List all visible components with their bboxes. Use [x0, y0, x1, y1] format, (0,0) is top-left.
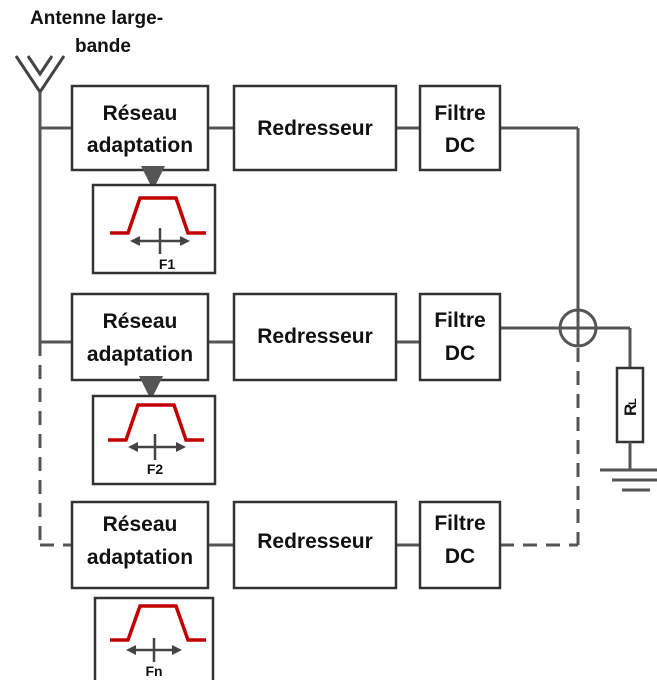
- load-label: R: [621, 404, 640, 416]
- branch1: Réseau adaptation Redresseur Filtre DC F…: [70, 84, 502, 275]
- bandpass-curve-icon: [108, 403, 204, 442]
- filter-label-2a: Filtre: [434, 309, 485, 332]
- matching-network-box-1: [70, 84, 210, 172]
- band-label-n: Fn: [145, 663, 162, 679]
- filter-label-nb: DC: [445, 545, 475, 568]
- dc-filter-box-n: [418, 500, 502, 590]
- branch-n: Réseau adaptation Redresseur Filtre DC F…: [70, 500, 502, 680]
- antenna-label-line2: bande: [75, 36, 131, 57]
- matching-network-box-n: [70, 500, 210, 590]
- matching-label-na: Réseau: [103, 513, 178, 536]
- rectifier-box-n: [232, 500, 398, 590]
- rectifier-label-1: Redresseur: [257, 117, 373, 140]
- matching-network-box-2: [70, 292, 210, 382]
- filter-label-2b: DC: [445, 342, 475, 365]
- band-label-1: F1: [159, 256, 176, 272]
- rectifier-box-1: [232, 84, 398, 172]
- tuning-arrows-icon: [126, 638, 182, 662]
- summing-node-icon: [558, 308, 598, 348]
- bandpass-box-1: [91, 183, 217, 275]
- rectifier-label-2: Redresseur: [257, 325, 373, 348]
- matching-label-1b: adaptation: [87, 134, 193, 157]
- tuning-arrows-icon: [128, 434, 186, 460]
- ground-icon: [600, 468, 657, 492]
- rectifier-box-2: [232, 292, 398, 382]
- antenna-label-line1: Antenne large-: [30, 8, 163, 29]
- filter-label-na: Filtre: [434, 512, 485, 535]
- rectifier-label-n: Redresseur: [257, 530, 373, 553]
- dc-filter-box-1: [418, 84, 502, 172]
- matching-label-2a: Réseau: [103, 310, 178, 333]
- load-subscript: L: [627, 398, 639, 405]
- bandpass-curve-icon: [110, 604, 206, 642]
- bandpass-curve-icon: [110, 196, 206, 235]
- matching-label-1a: Réseau: [103, 102, 178, 125]
- tuning-arrows-icon: [130, 228, 190, 254]
- matching-label-nb: adaptation: [87, 546, 193, 569]
- branch2: Réseau adaptation Redresseur Filtre DC F…: [70, 292, 502, 486]
- filter-label-1a: Filtre: [434, 102, 485, 125]
- filter-label-1b: DC: [445, 134, 475, 157]
- load-resistor: R L: [615, 366, 645, 444]
- dc-filter-box-2: [418, 292, 502, 382]
- band-label-2: F2: [147, 461, 164, 477]
- matching-label-2b: adaptation: [87, 343, 193, 366]
